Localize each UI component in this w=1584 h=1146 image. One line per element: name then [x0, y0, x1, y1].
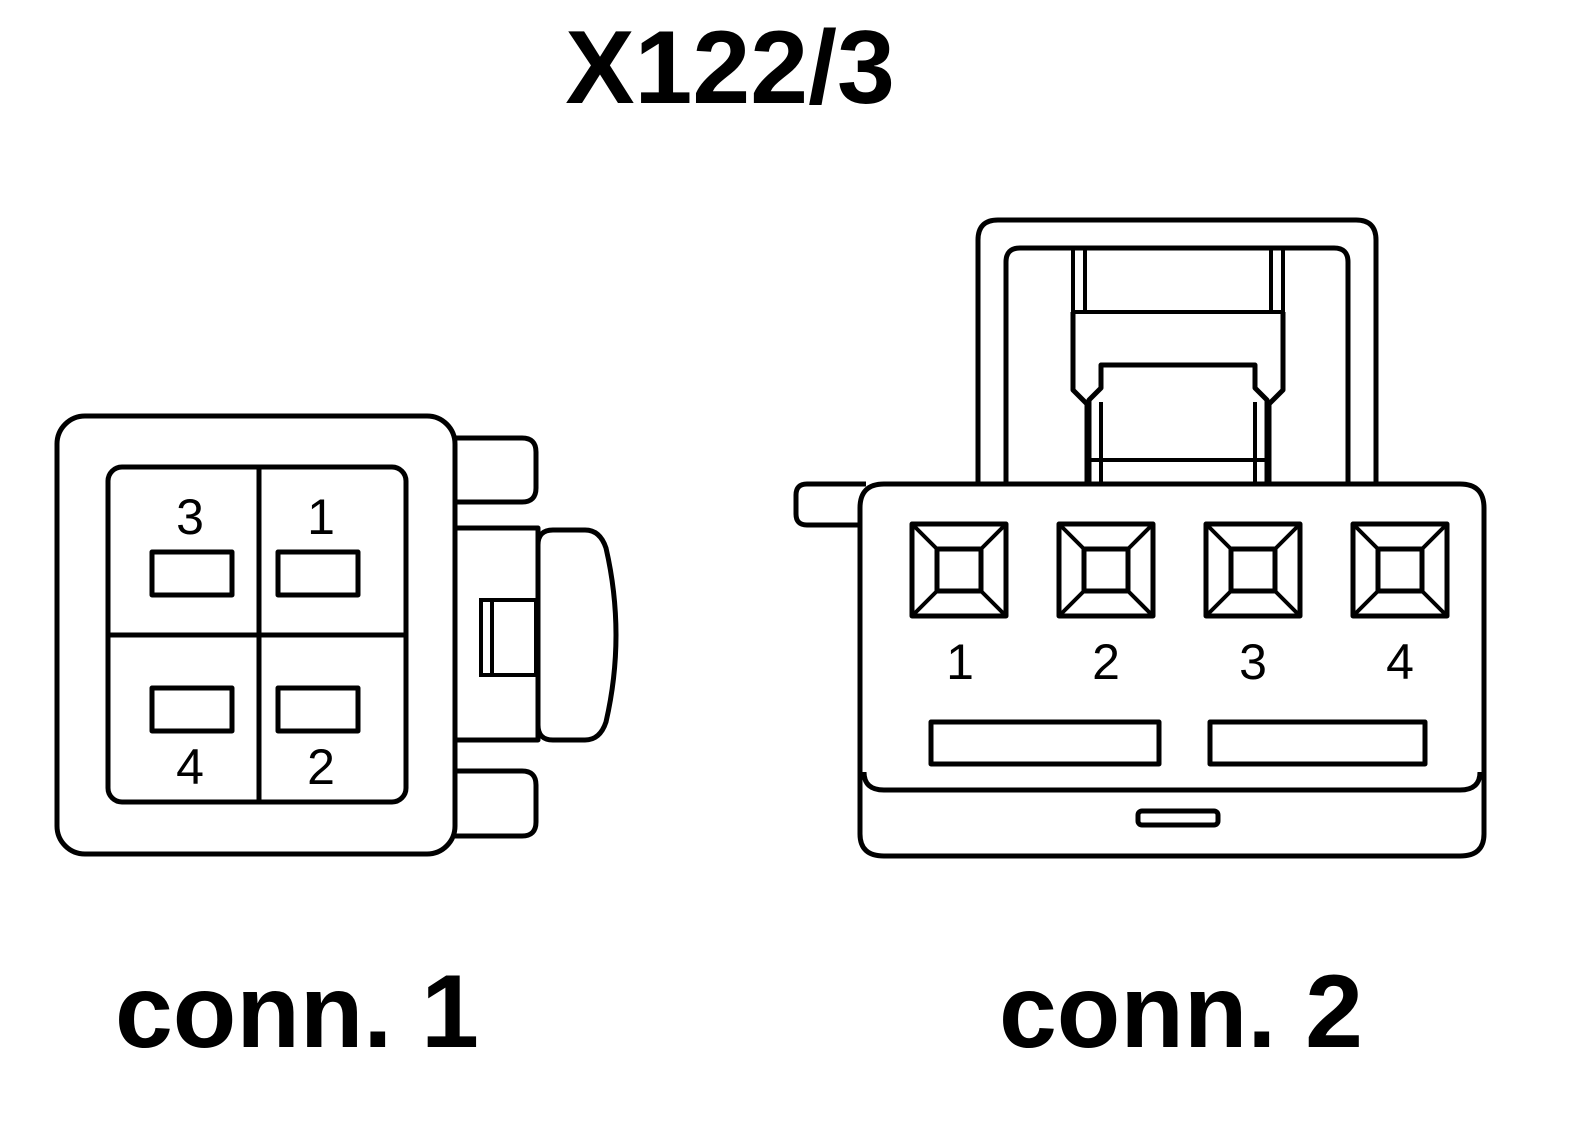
terminal-1: [909, 521, 1009, 619]
lock-window: [479, 598, 538, 677]
lower-slot: [928, 719, 1162, 767]
pin-number: 3: [1239, 634, 1267, 690]
terminal-slot: [149, 685, 235, 734]
latch-tab-top: [455, 435, 539, 505]
pin-number: 1: [946, 634, 974, 690]
connector-2-label: conn. 2: [999, 954, 1363, 1070]
connector-2-latch: [1086, 362, 1270, 484]
latch-tab-bottom: [455, 768, 539, 839]
lower-slot: [1207, 719, 1428, 767]
guide-tab: [793, 481, 866, 528]
terminal-4: [1350, 521, 1450, 619]
terminal-2: [1056, 521, 1156, 619]
terminal-slot: [149, 549, 235, 598]
terminal-slot: [275, 685, 361, 734]
connector-2-hood: [975, 217, 1379, 484]
pin-number: 3: [176, 489, 204, 545]
terminal-3: [1203, 521, 1303, 619]
lock-frame: [452, 525, 541, 743]
connector-1: 3 1 4 2: [54, 413, 619, 857]
pin-number: 4: [176, 739, 204, 795]
key-slot: [1135, 808, 1221, 828]
diagram-title: X122/3: [565, 10, 895, 126]
connector-1-label: conn. 1: [115, 954, 479, 1070]
pin-number: 2: [307, 739, 335, 795]
connector-2-housing: [857, 481, 1487, 859]
connector-1-housing: [54, 413, 458, 857]
connector-2: 1 2 3 4: [793, 217, 1487, 859]
pin-number: 4: [1386, 634, 1414, 690]
terminal-slot: [275, 549, 361, 598]
lock-lever: [535, 527, 619, 743]
pin-number: 2: [1092, 634, 1120, 690]
pin-number: 1: [307, 489, 335, 545]
